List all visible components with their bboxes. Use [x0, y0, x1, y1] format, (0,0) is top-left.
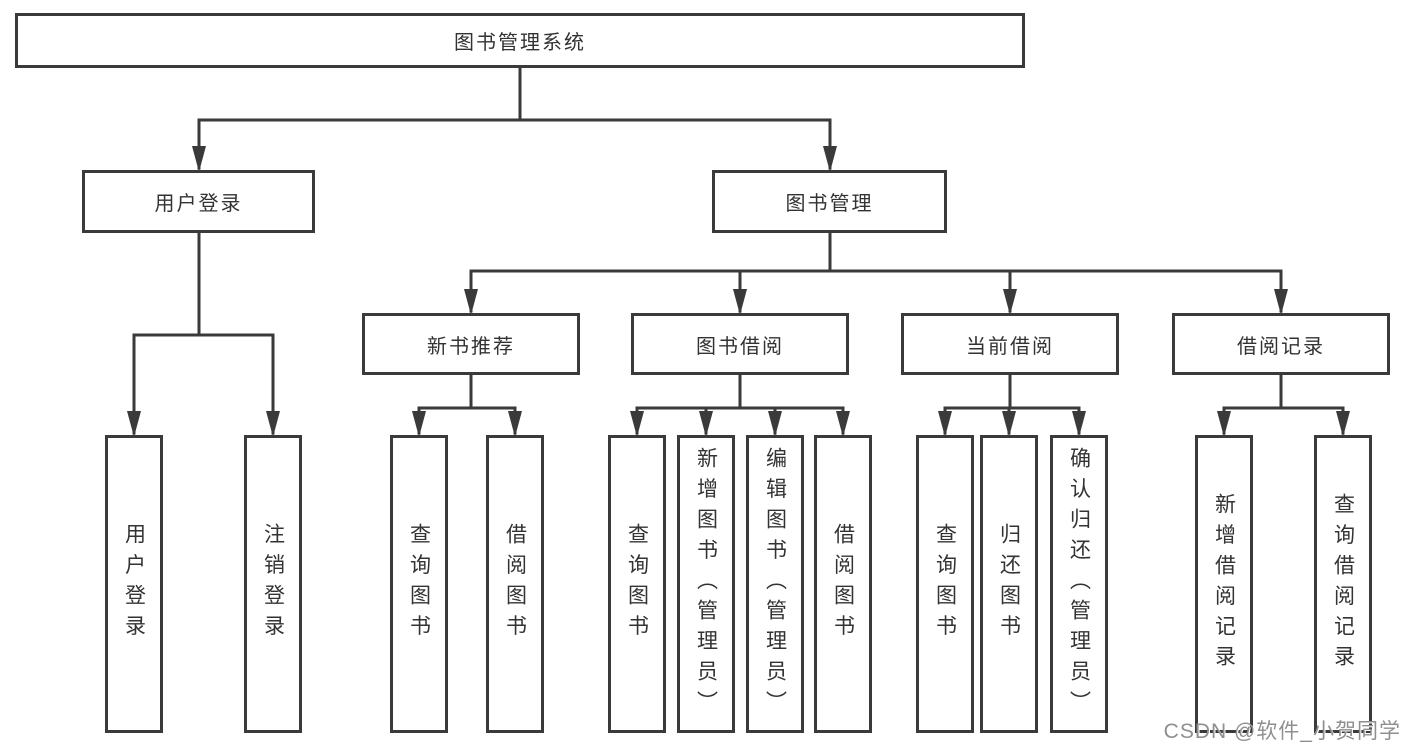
node-label: 查询借阅记录 — [1331, 492, 1355, 676]
node-logout: 注销登录 — [244, 435, 302, 733]
arrow-down-icon — [1072, 411, 1086, 437]
arrow-down-icon — [266, 411, 280, 437]
connector-book-management-to-level3 — [469, 229, 1283, 313]
node-new-book-recommendation: 新书推荐 — [362, 313, 580, 375]
arrow-down-icon — [508, 411, 522, 437]
connector-borrowing-records-to-children — [1222, 371, 1345, 435]
connector-root-to-level2 — [197, 64, 832, 170]
node-user-login: 用户登录 — [82, 170, 315, 233]
arrowheads — [127, 146, 1350, 437]
node-label: 新增图书（管理员） — [694, 446, 718, 722]
node-label: 新书推荐 — [427, 335, 515, 358]
node-label: 图书借阅 — [696, 335, 784, 358]
node-query-books-borrowing: 查询图书 — [608, 435, 666, 733]
arrow-down-icon — [1274, 289, 1288, 315]
node-label: 查询图书 — [625, 523, 649, 645]
arrow-down-icon — [630, 411, 644, 437]
node-label: 编辑图书（管理员） — [763, 446, 787, 722]
node-label: 借阅图书 — [503, 523, 527, 645]
node-label: 借阅图书 — [831, 523, 855, 645]
node-label: 用户登录 — [154, 193, 243, 215]
node-label: 注销登录 — [261, 523, 285, 645]
node-query-books-current: 查询图书 — [916, 435, 974, 733]
arrow-down-icon — [192, 146, 206, 172]
node-user-login-leaf: 用户登录 — [105, 435, 163, 733]
node-label: 借阅记录 — [1237, 335, 1325, 358]
watermark-text: CSDN @软件_小贺同学 — [1163, 720, 1401, 743]
node-add-book-admin: 新增图书（管理员） — [677, 435, 735, 733]
node-edit-book-admin: 编辑图书（管理员） — [746, 435, 804, 733]
arrow-down-icon — [1002, 411, 1016, 437]
node-label: 查询图书 — [933, 523, 957, 645]
node-label: 新增借阅记录 — [1212, 492, 1236, 676]
arrow-down-icon — [1336, 411, 1350, 437]
connector-segments — [132, 64, 1345, 435]
node-return-books: 归还图书 — [980, 435, 1038, 733]
arrow-down-icon — [823, 146, 837, 172]
node-confirm-return-admin: 确认归还（管理员） — [1050, 435, 1108, 733]
node-label: 图书管理系统 — [454, 32, 586, 54]
node-add-borrow-record: 新增借阅记录 — [1195, 435, 1253, 733]
arrow-down-icon — [733, 289, 747, 315]
node-label: 查询图书 — [407, 523, 431, 645]
node-borrow-books-newbook: 借阅图书 — [486, 435, 544, 733]
connector-book-borrowing-to-children — [635, 371, 845, 435]
node-book-borrowing: 图书借阅 — [631, 313, 849, 375]
node-book-management: 图书管理 — [712, 170, 947, 233]
arrow-down-icon — [1217, 411, 1231, 437]
node-borrow-books-borrowing: 借阅图书 — [814, 435, 872, 733]
arrow-down-icon — [464, 289, 478, 315]
connector-user-login-to-children — [132, 229, 275, 435]
arrow-down-icon — [836, 411, 850, 437]
arrow-down-icon — [699, 411, 713, 437]
connector-new-book-to-children — [417, 371, 517, 435]
node-query-borrow-record: 查询借阅记录 — [1314, 435, 1372, 733]
node-label: 用户登录 — [122, 523, 146, 645]
arrow-down-icon — [768, 411, 782, 437]
node-label: 图书管理 — [785, 193, 874, 215]
node-query-books-newbook: 查询图书 — [390, 435, 448, 733]
node-label: 归还图书 — [997, 523, 1021, 645]
node-label: 确认归还（管理员） — [1067, 446, 1091, 722]
arrow-down-icon — [938, 411, 952, 437]
node-library-management-system: 图书管理系统 — [15, 13, 1025, 68]
arrow-down-icon — [412, 411, 426, 437]
node-label: 当前借阅 — [966, 335, 1054, 358]
arrow-down-icon — [127, 411, 141, 437]
node-current-borrowing: 当前借阅 — [901, 313, 1119, 375]
arrow-down-icon — [1003, 289, 1017, 315]
node-borrowing-records: 借阅记录 — [1172, 313, 1390, 375]
